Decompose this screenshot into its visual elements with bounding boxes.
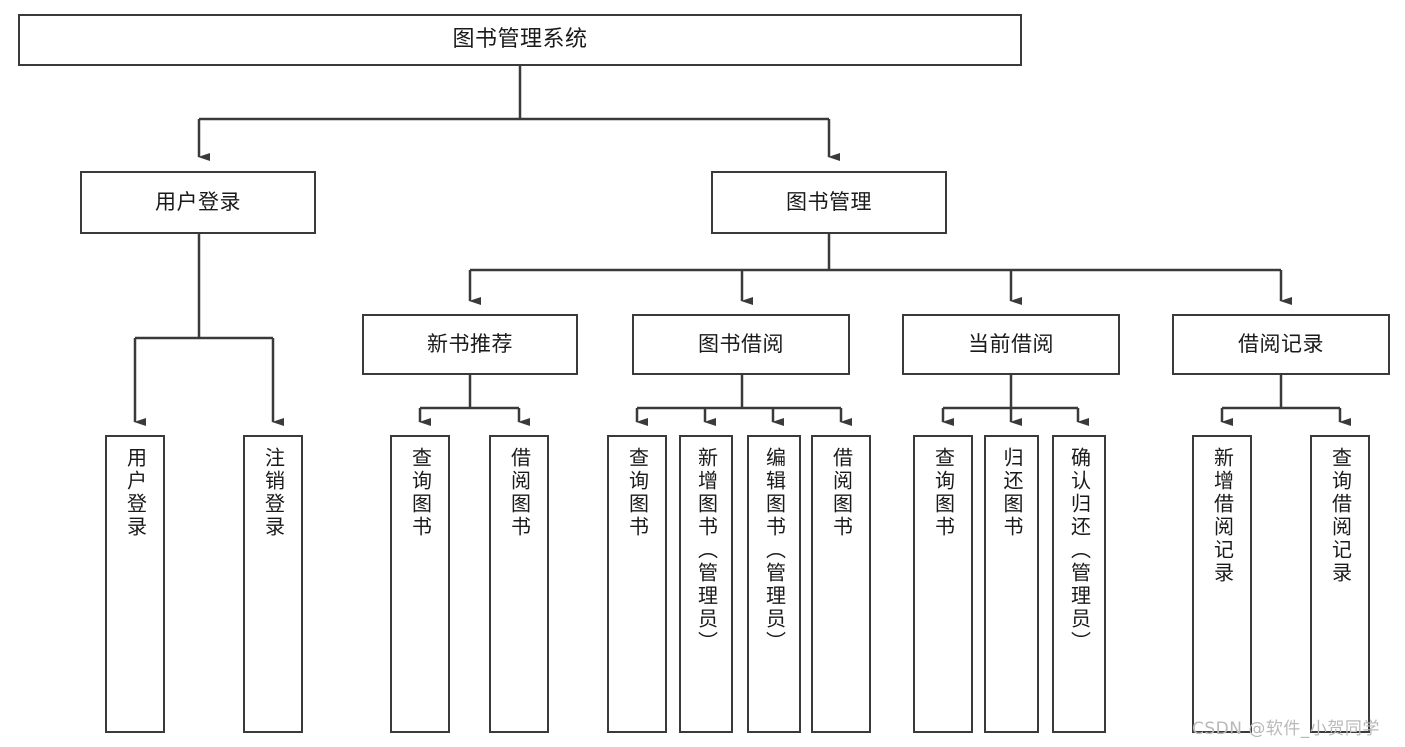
leaf-label: 新增借阅记录 — [1210, 447, 1235, 585]
leaf-user-login-logout[interactable]: 注销登录 — [243, 435, 303, 733]
leaf-label: 用户登录 — [123, 447, 148, 539]
node-current-borrow[interactable]: 当前借阅 — [902, 314, 1120, 375]
leaf-label: 确认归还（管理员） — [1067, 447, 1092, 654]
leaf-label: 查询图书 — [408, 447, 433, 539]
leaf-label: 查询借阅记录 — [1328, 447, 1353, 585]
leaf-label: 注销登录 — [261, 447, 286, 539]
leaf-user-login-login[interactable]: 用户登录 — [105, 435, 165, 733]
leaf-book-borrow-borrow[interactable]: 借阅图书 — [811, 435, 871, 733]
leaf-label: 归还图书 — [1000, 447, 1024, 539]
node-book-management[interactable]: 图书管理 — [711, 171, 947, 234]
leaf-book-borrow-query[interactable]: 查询图书 — [607, 435, 667, 733]
leaf-label: 查询图书 — [931, 447, 956, 539]
leaf-new-book-borrow[interactable]: 借阅图书 — [489, 435, 549, 733]
leaf-current-borrow-confirm[interactable]: 确认归还（管理员） — [1052, 435, 1106, 733]
leaf-label: 新增图书（管理员） — [694, 447, 719, 654]
leaf-label: 借阅图书 — [829, 447, 854, 539]
leaf-label: 编辑图书（管理员） — [762, 447, 787, 654]
node-borrow-record[interactable]: 借阅记录 — [1172, 314, 1390, 375]
leaf-new-book-query[interactable]: 查询图书 — [390, 435, 450, 733]
leaf-book-borrow-edit[interactable]: 编辑图书（管理员） — [747, 435, 801, 733]
leaf-borrow-record-query[interactable]: 查询借阅记录 — [1310, 435, 1370, 733]
leaf-book-borrow-add[interactable]: 新增图书（管理员） — [679, 435, 733, 733]
leaf-label: 借阅图书 — [507, 447, 532, 539]
leaf-current-borrow-query[interactable]: 查询图书 — [913, 435, 973, 733]
node-root-system[interactable]: 图书管理系统 — [18, 14, 1022, 66]
leaf-borrow-record-add[interactable]: 新增借阅记录 — [1192, 435, 1252, 733]
leaf-current-borrow-return[interactable]: 归还图书 — [984, 435, 1039, 733]
node-book-borrow[interactable]: 图书借阅 — [632, 314, 850, 375]
node-new-book-recommend[interactable]: 新书推荐 — [362, 314, 578, 375]
leaf-label: 查询图书 — [625, 447, 650, 539]
node-user-login[interactable]: 用户登录 — [80, 171, 316, 234]
